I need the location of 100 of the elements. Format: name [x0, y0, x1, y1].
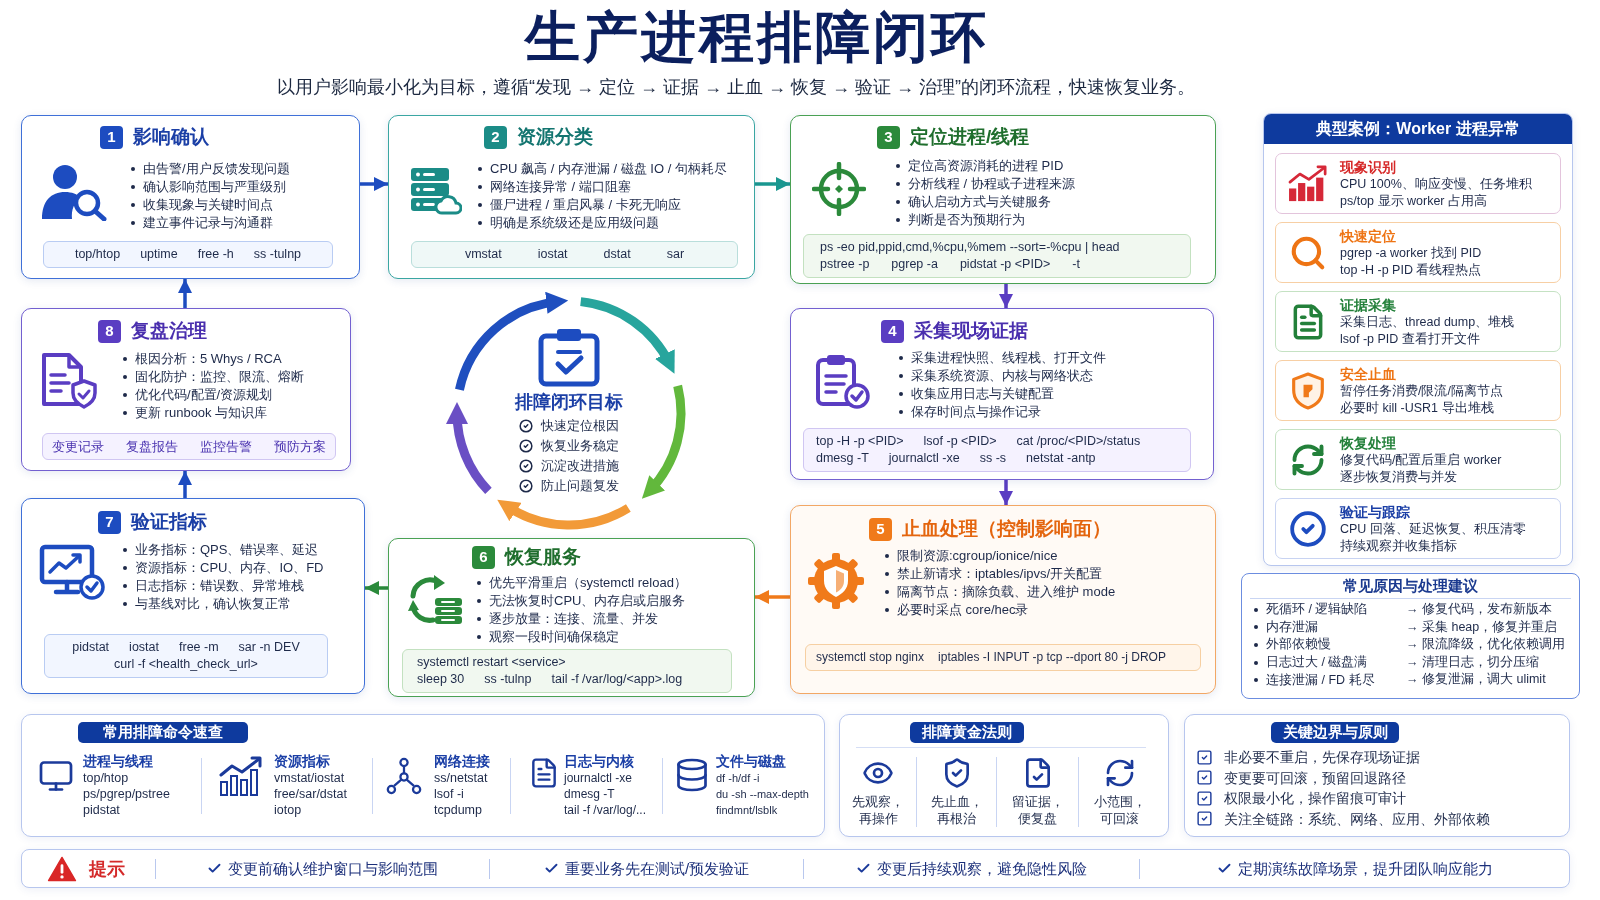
step-card [790, 308, 1214, 480]
case-step-card [1275, 153, 1561, 214]
case-step-text: pgrep -a worker 找到 PID [1340, 244, 1482, 262]
bullet-text: 由告警/用户反馈发现问题 [143, 160, 290, 178]
bullet-text: 判断是否为预期行为 [908, 211, 1025, 229]
tip-text: 定期演练故障场景，提升团队响应能力 [1237, 858, 1493, 879]
goal-item: 防止问题复发 [541, 477, 619, 495]
step-title: 恢复服务 [505, 545, 581, 569]
cause-text: 外部依赖慢 [1266, 636, 1331, 654]
goal-title: 排障闭环目标 [515, 391, 623, 413]
case-step-title: 快速定位 [1340, 226, 1397, 245]
case-step-title: 现象识别 [1340, 157, 1397, 176]
info-panel [1241, 573, 1580, 699]
command-strip [803, 234, 1191, 278]
bullet-text: 网络连接异常 / 端口阻塞 [490, 178, 631, 196]
section-heading: 关键边界与原则 [1271, 722, 1399, 743]
command-strip [44, 634, 328, 678]
flow-arrow [999, 284, 1013, 308]
principle-text: 变更要可回滚，预留回退路径 [1224, 768, 1406, 787]
command-text: ss -tulnp [484, 671, 532, 688]
case-step-text: 持续观察并收集指标 [1340, 537, 1458, 555]
step-title: 止血处理（控制影响面） [902, 517, 1111, 541]
tip-text: 变更前确认维护窗口与影响范围 [228, 858, 438, 879]
command-text: ss -tulnp [253, 246, 302, 263]
step-card [790, 115, 1216, 284]
command-text: sar [666, 246, 685, 263]
step-number-badge: 1 [100, 125, 123, 149]
command-text: ps -eo pid,ppid,cmd,%cpu,%mem --sort=-%cpu | head [820, 239, 1120, 256]
case-step-text: top -H -p PID 看线程热点 [1340, 261, 1482, 279]
bullet-text: 日志指标：错误数、异常堆栈 [135, 577, 304, 595]
step-title: 影响确认 [133, 125, 209, 149]
cause-text: 死循环 / 逻辑缺陷 [1266, 601, 1368, 619]
command-group-title: 资源指标 [274, 753, 331, 770]
command-text: iptables -I INPUT -p tcp --dport 80 -j DROP [938, 649, 1166, 666]
case-step-title: 验证与跟踪 [1340, 502, 1411, 521]
bullet-text: 观察一段时间确保稳定 [489, 628, 619, 646]
case-step-text: ps/top 显示 worker 占用高 [1340, 192, 1488, 210]
case-step-card [1275, 498, 1561, 559]
step-card [21, 308, 351, 471]
case-step-text: 必要时 kill -USR1 导出堆栈 [1340, 399, 1495, 417]
flow-arrow [178, 471, 192, 498]
command-text: systemctl stop nginx [816, 649, 925, 666]
command-strip [805, 644, 1201, 671]
command-text: iotop [274, 802, 303, 818]
rule-text: 留证据，便复盘 [1010, 793, 1065, 827]
command-text: 复盘报告 [126, 438, 178, 455]
command-text: -t [1072, 256, 1080, 273]
case-step-card [1275, 291, 1561, 352]
case-step-title: 安全止血 [1340, 364, 1397, 383]
command-strip [411, 241, 738, 268]
bullet-text: 优化代码/配置/资源规划 [135, 386, 273, 404]
step-title: 验证指标 [131, 510, 207, 534]
step-number-badge: 3 [877, 125, 900, 149]
rule-text: 小范围，可回滚 [1092, 793, 1147, 827]
step-card [790, 505, 1216, 694]
bullet-text: 更新 runbook 与知识库 [135, 404, 268, 422]
command-text: journalctl -xe [888, 450, 960, 467]
bullet-text: 禁止新请求：iptables/ipvs/开关配置 [897, 565, 1103, 583]
command-text: du -sh --max-depth [716, 787, 809, 802]
step-card [388, 538, 755, 697]
command-text: vmstat [464, 246, 502, 263]
command-text: sleep 30 [417, 671, 465, 688]
flow-arrow [755, 590, 790, 604]
command-text: pidstat -p <PID> [959, 256, 1051, 273]
step-number-badge: 8 [98, 319, 121, 343]
case-step-title: 证据采集 [1340, 295, 1397, 314]
step-card [21, 115, 360, 279]
info-panel [839, 714, 1169, 837]
principle-text: 非必要不重启，先保存现场证据 [1224, 748, 1420, 767]
step-card [388, 115, 755, 279]
step-card [21, 498, 365, 694]
case-step-card [1275, 360, 1561, 421]
command-text: findmnt/lsblk [716, 803, 779, 818]
bullet-text: 收集应用日志与关键配置 [911, 385, 1054, 403]
command-text: top/htop [83, 770, 130, 786]
case-step-text: lsof -p PID 查看打开文件 [1340, 330, 1481, 348]
bullet-text: 优先平滑重启（systemctl reload） [489, 574, 687, 592]
bullet-text: 采集系统资源、内核与网络状态 [911, 367, 1093, 385]
tip-text: 变更后持续观察，避免隐性风险 [877, 858, 1087, 879]
bullet-text: 建立事件记录与沟通群 [143, 214, 273, 232]
panel-heading: 常见原因与处理建议 [1342, 576, 1479, 596]
title: 生产进程排障闭环 [525, 6, 989, 68]
command-text: pidstat [83, 802, 121, 818]
command-group-title: 进程与线程 [83, 753, 154, 770]
command-text: free -h [197, 246, 234, 263]
info-panel [21, 714, 825, 837]
command-text: pstree -p [820, 256, 870, 273]
step-number-badge: 2 [484, 125, 507, 149]
bullet-text: 分析线程 / 协程或子进程来源 [908, 175, 1075, 193]
command-text: dstat [603, 246, 631, 263]
case-step-card [1275, 429, 1561, 490]
goal-item: 恢复业务稳定 [541, 437, 619, 455]
action-text: → 修复泄漏，调大 ulimit [1406, 671, 1547, 689]
bullet-text: 资源指标：CPU、内存、IO、FD [135, 559, 324, 577]
command-text: free -m [179, 639, 219, 656]
bullet-text: 僵尸进程 / 重启风暴 / 卡死无响应 [490, 196, 681, 214]
command-group-title: 文件与磁盘 [716, 753, 787, 770]
command-text: pgrep -a [891, 256, 938, 273]
bullet-text: 无法恢复时CPU、内存启或启服务 [489, 592, 686, 610]
step-title: 定位进程/线程 [910, 125, 1030, 149]
